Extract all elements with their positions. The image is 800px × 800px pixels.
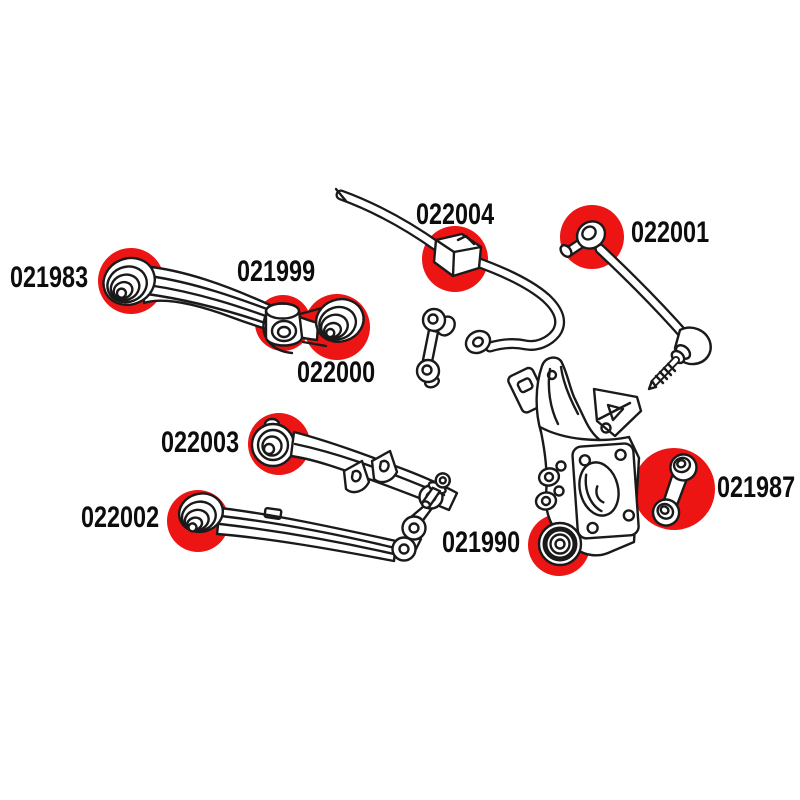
part-label-022003: 022003 bbox=[161, 426, 240, 459]
lower-control-arm-drawing bbox=[177, 417, 459, 563]
upper-arm-middle-bushing bbox=[264, 302, 304, 347]
upper-arm-front-bushing bbox=[102, 256, 156, 307]
part-label-022002: 022002 bbox=[81, 501, 160, 534]
toe-rod-drawing bbox=[559, 220, 712, 391]
part-label-022004: 022004 bbox=[416, 198, 495, 231]
bolt-drawing bbox=[420, 472, 451, 509]
stabilizer-link-drawing bbox=[651, 453, 698, 527]
drop-link-drawing bbox=[415, 307, 456, 389]
part-label-021987: 021987 bbox=[717, 471, 796, 504]
part-label-021990: 021990 bbox=[442, 526, 521, 559]
stabilizer-bushing-clamp bbox=[432, 232, 483, 278]
part-label-022000: 022000 bbox=[297, 356, 376, 389]
toe-rod-eye bbox=[559, 220, 607, 258]
part-label-022001: 022001 bbox=[631, 216, 710, 249]
knuckle-bottom-bushing bbox=[537, 521, 583, 567]
part-label-021983: 021983 bbox=[10, 261, 89, 294]
stabilizer-bar-eye bbox=[464, 329, 492, 355]
part-label-021999: 021999 bbox=[237, 255, 316, 288]
gusset-bracket bbox=[370, 449, 399, 484]
gusset-bracket bbox=[342, 459, 371, 494]
knuckle-drawing bbox=[507, 356, 643, 567]
upper-arm-rear-bushing bbox=[314, 297, 365, 343]
lower-arm-rear-bushing bbox=[177, 492, 224, 534]
upper-control-arm-drawing bbox=[102, 256, 365, 355]
stabilizer-bar-drawing bbox=[334, 187, 566, 355]
